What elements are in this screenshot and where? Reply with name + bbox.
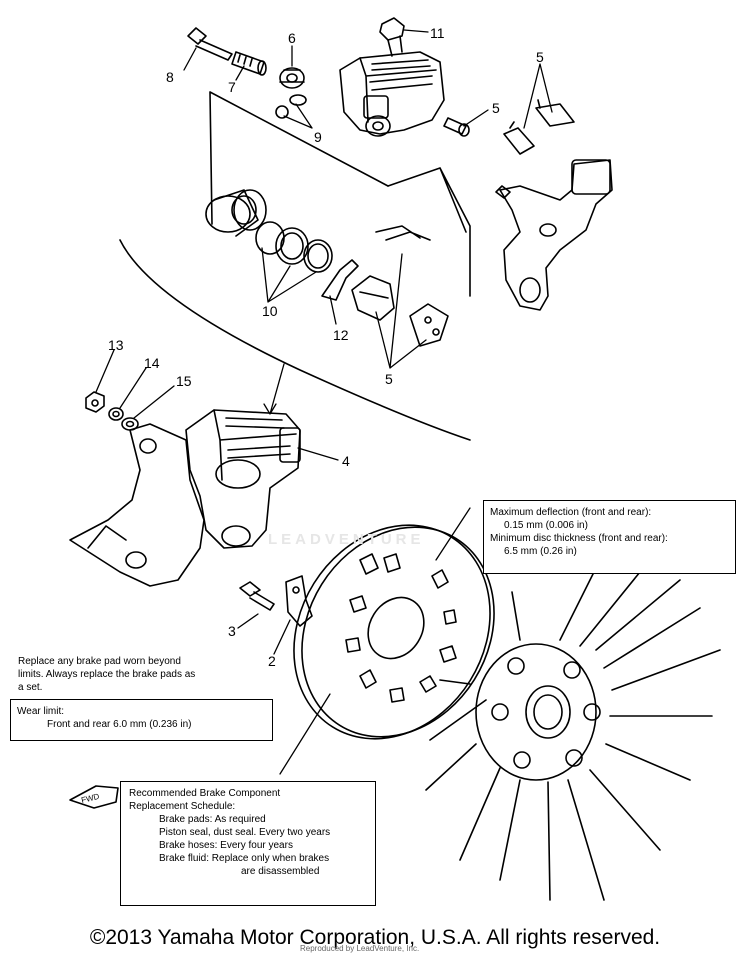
sleeve-7 (231, 51, 267, 76)
wear-line-2: Front and rear 6.0 mm (0.236 in) (47, 719, 192, 730)
fitting-11 (379, 17, 405, 57)
plugs-9 (275, 94, 307, 119)
wheel-hub (425, 559, 721, 901)
piston (205, 189, 267, 237)
washer-14 (108, 407, 124, 421)
schedule-line-1: Recommended Brake Component (129, 788, 281, 799)
callout-11: 11 (430, 25, 445, 41)
spec-line-1: Maximum deflection (front and rear): (490, 507, 652, 518)
pads-5-lower (351, 225, 449, 347)
replace-note-line-1: Replace any brake pad worn beyond (18, 656, 181, 667)
callout-4: 4 (342, 453, 350, 469)
spec-box: Maximum deflection (front and rear): 0.1… (483, 500, 736, 574)
caliper-body-lower (185, 409, 301, 549)
schedule-line-4: Piston seal, dust seal. Every two years (159, 827, 331, 838)
caliper-body-upper (339, 51, 445, 137)
reproduced-credit: Reproduced by LeadVenture, Inc. (300, 944, 420, 953)
pads-5-upper (503, 99, 575, 155)
callout-5-bolt: 5 (492, 100, 500, 116)
schedule-line-2: Replacement Schedule: (129, 801, 236, 812)
callout-13: 13 (108, 337, 124, 353)
callout-14: 14 (144, 355, 160, 371)
spec-line-2: 0.15 mm (0.006 in) (504, 520, 588, 531)
callout-7: 7 (228, 79, 236, 95)
pad-spring-12 (321, 259, 359, 301)
schedule-line-7: are disassembled (241, 866, 320, 877)
nut-13 (85, 391, 105, 413)
replace-note-line-2: limits. Always replace the brake pads as (18, 669, 196, 680)
callout-labels: 11 6 8 7 5 5 9 10 12 5 13 14 15 4 3 2 FW… (80, 25, 544, 805)
bolt-5-upper (443, 117, 470, 137)
callout-6: 6 (288, 30, 296, 46)
watermark: LEADVENTURE (268, 531, 425, 548)
mounting-bracket-lower (69, 423, 205, 587)
seals-10 (255, 221, 333, 273)
schedule-line-3: Brake pads: As required (159, 814, 266, 825)
callout-9: 9 (314, 129, 322, 145)
callout-8: 8 (166, 69, 174, 85)
leader-lines (95, 29, 553, 775)
caliper-bracket-right (495, 159, 613, 311)
schedule-line-5: Brake hoses: Every four years (159, 840, 293, 851)
washer-15 (121, 417, 139, 431)
callout-5-pads-lower: 5 (385, 371, 393, 387)
replace-pad-note: Replace any brake pad worn beyond limits… (18, 655, 263, 694)
callout-12: 12 (333, 327, 349, 343)
lock-washer-2 (285, 575, 313, 627)
copyright: ©2013 Yamaha Motor Corporation, U.S.A. A… (89, 926, 661, 949)
fwd-label: FWD (80, 792, 100, 805)
callout-5-pads-upper: 5 (536, 49, 544, 65)
callout-2: 2 (268, 653, 276, 669)
bleed-screw-6 (279, 67, 305, 89)
fwd-arrow-icon (69, 785, 119, 809)
callout-15: 15 (176, 373, 192, 389)
replace-note-line-3: a set. (18, 682, 43, 693)
spec-line-3: Minimum disc thickness (front and rear): (490, 533, 668, 544)
bolt-8 (187, 27, 233, 61)
bolt-3 (239, 581, 275, 611)
spec-line-4: 6.5 mm (0.26 in) (504, 546, 577, 557)
wear-line-1: Wear limit: (17, 706, 65, 717)
callout-3: 3 (228, 623, 236, 639)
callout-10: 10 (262, 303, 278, 319)
replacement-schedule-box: Recommended Brake Component Replacement … (120, 781, 376, 906)
wear-limit-box: Wear limit: Front and rear 6.0 mm (0.236… (10, 699, 273, 741)
schedule-line-6: Brake fluid: Replace only when brakes (159, 853, 330, 864)
